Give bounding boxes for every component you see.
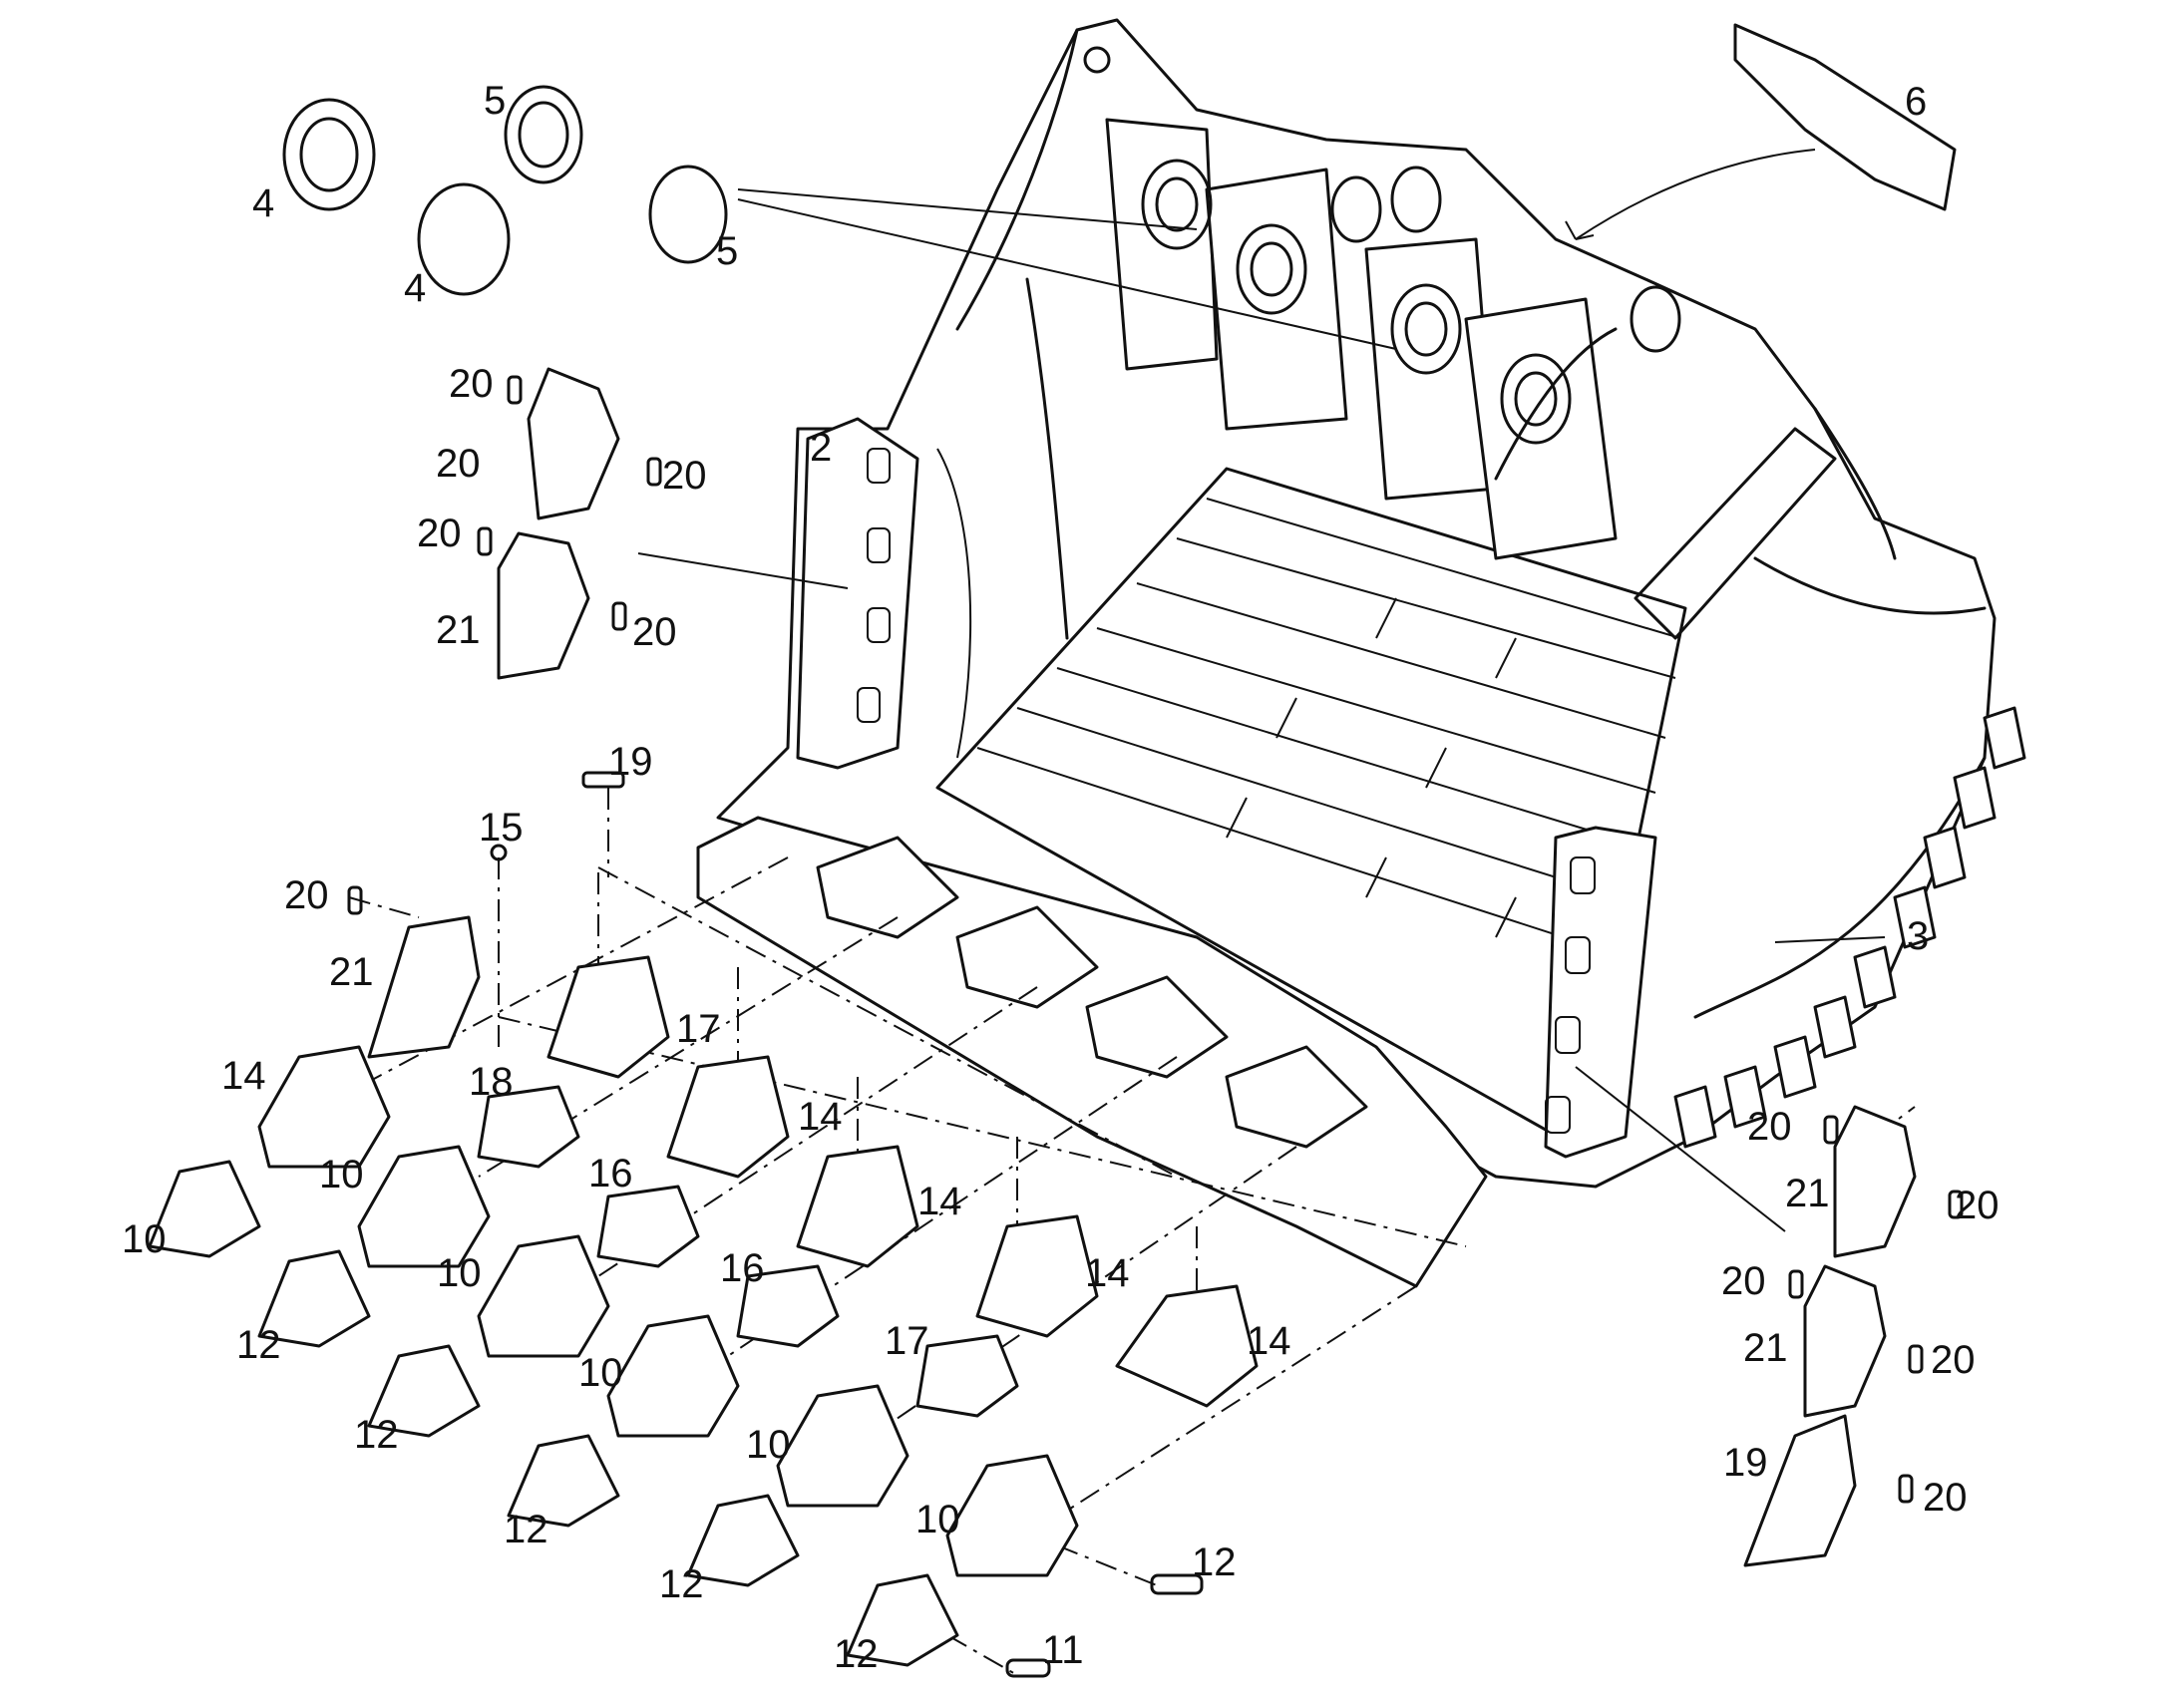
ring-5a bbox=[504, 85, 583, 184]
callout-16: 18 bbox=[469, 1060, 514, 1104]
callout-17: 16 bbox=[720, 1246, 765, 1290]
callout-4: 4 bbox=[404, 266, 426, 310]
callout-21: 21 bbox=[1785, 1172, 1830, 1215]
callout-21: 21 bbox=[1743, 1326, 1788, 1370]
callout-labels: 4 4 5 5 6 2 3 20 20 20 20 20 20 20 20 20… bbox=[122, 79, 1999, 1676]
wing-shrouds bbox=[367, 915, 1857, 1567]
callout-10: 10 bbox=[578, 1351, 623, 1395]
callout-20: 20 bbox=[662, 454, 707, 498]
callout-20: 20 bbox=[632, 610, 677, 654]
guard-part-6 bbox=[1733, 23, 1957, 211]
callout-10: 14 bbox=[221, 1054, 266, 1098]
cover-5b bbox=[648, 165, 728, 264]
ring-parts bbox=[282, 85, 728, 296]
callout-14: 14 bbox=[798, 1095, 843, 1139]
callout-19: 19 bbox=[1723, 1441, 1768, 1485]
callout-21: 20 bbox=[436, 442, 481, 486]
callout-20: 20 bbox=[284, 873, 329, 917]
callout-14: 14 bbox=[917, 1180, 962, 1223]
callout-12: 12 bbox=[659, 1562, 704, 1606]
callout-20: 20 bbox=[1721, 1259, 1766, 1303]
callout-10: 10 bbox=[746, 1423, 791, 1467]
callout-14: 14 bbox=[1085, 1251, 1130, 1295]
callout-5: 5 bbox=[716, 229, 738, 273]
callout-13: 11 bbox=[1042, 1628, 1084, 1672]
callout-20: 20 bbox=[449, 362, 494, 406]
teeth bbox=[148, 1045, 1079, 1667]
callout-11: 12 bbox=[1192, 1540, 1237, 1584]
callout-20: 20 bbox=[1955, 1184, 1999, 1227]
cover-4b bbox=[417, 182, 511, 296]
small-pins bbox=[490, 771, 1204, 1678]
callout-16: 16 bbox=[588, 1152, 633, 1196]
callout-12: 10 bbox=[122, 1217, 167, 1261]
callout-10: 10 bbox=[437, 1251, 482, 1295]
callout-2: 2 bbox=[810, 426, 832, 470]
callout-20: 20 bbox=[1931, 1338, 1976, 1382]
callout-18: 15 bbox=[479, 806, 524, 850]
callout-10: 10 bbox=[915, 1498, 960, 1541]
ring-4a bbox=[282, 98, 376, 211]
callout-5: 5 bbox=[484, 79, 506, 123]
callout-21: 21 bbox=[436, 608, 481, 652]
callout-10: 10 bbox=[319, 1153, 364, 1196]
callout-14: 14 bbox=[1247, 1319, 1291, 1363]
callout-20: 20 bbox=[1923, 1476, 1968, 1520]
callout-12: 12 bbox=[504, 1508, 548, 1551]
callout-17: 17 bbox=[885, 1319, 929, 1363]
callout-6: 6 bbox=[1905, 80, 1927, 124]
callout-12: 12 bbox=[834, 1632, 879, 1676]
callout-20: 20 bbox=[417, 512, 462, 555]
bucket-body bbox=[696, 18, 2026, 1288]
callout-14: 17 bbox=[676, 1007, 721, 1051]
callout-20: 20 bbox=[1747, 1105, 1792, 1149]
shrouds bbox=[477, 955, 1259, 1418]
callout-12: 12 bbox=[236, 1323, 281, 1367]
callout-15: 19 bbox=[608, 740, 653, 784]
callout-19: 21 bbox=[329, 950, 374, 994]
callout-12: 12 bbox=[354, 1413, 399, 1457]
leader-lines bbox=[637, 149, 1886, 1232]
side-protectors bbox=[347, 367, 1964, 1504]
callout-4: 4 bbox=[252, 181, 274, 225]
callout-3: 3 bbox=[1907, 914, 1929, 958]
